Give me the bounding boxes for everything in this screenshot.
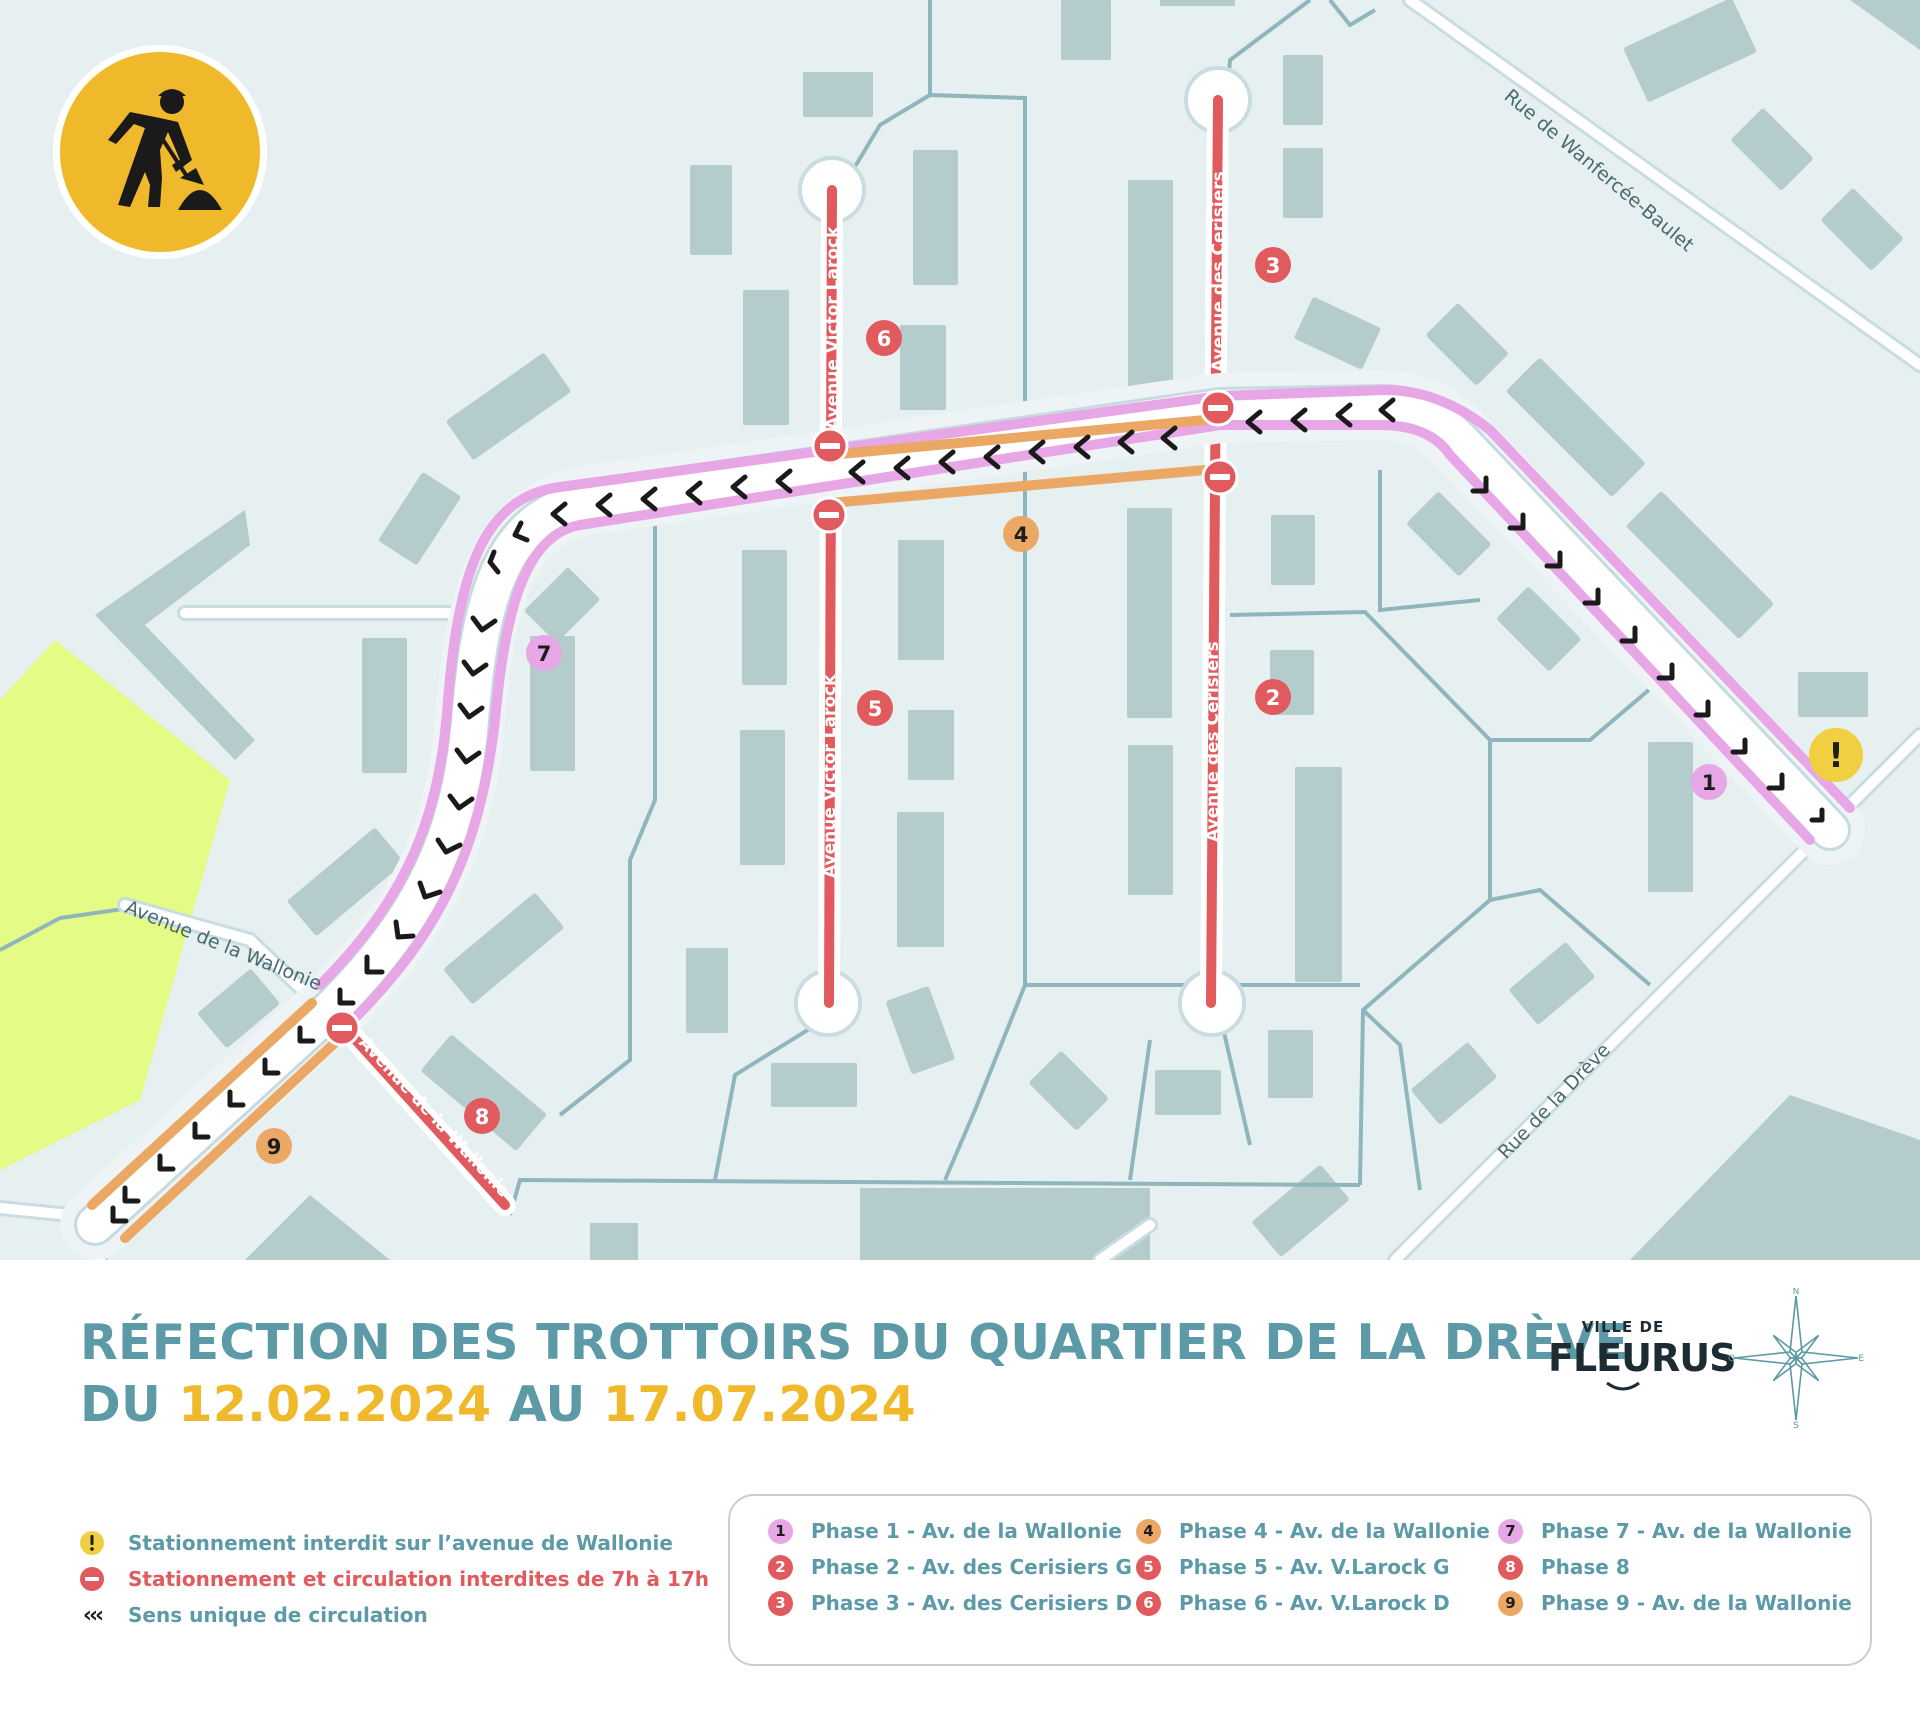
svg-text:O: O [1728, 1354, 1735, 1364]
street-label-cerisiers-top: Avenue des Cerisiers [1209, 171, 1229, 372]
svg-text:E: E [1858, 1354, 1864, 1364]
one-way-chevrons-icon: ‹‹‹ [82, 1602, 104, 1628]
svg-text:!: ! [1828, 736, 1844, 776]
phase-markers: 1 2 3 4 5 6 7 8 9 [256, 247, 1727, 1164]
compass-rose-icon: N S E O [1728, 1288, 1864, 1428]
fleurus-logo: VILLE DE FLEURUS [1548, 1318, 1736, 1399]
svg-text:6: 6 [877, 327, 892, 351]
warning-marker: ! [1809, 728, 1863, 782]
svg-text:4: 4 [1014, 523, 1029, 547]
svg-text:N: N [1793, 1288, 1800, 1297]
phase-marker-3: 3 [1255, 247, 1291, 283]
no-entry-icon [78, 1565, 106, 1593]
phase-marker-9: 9 [256, 1128, 292, 1164]
phase-marker-2: 2 [1255, 679, 1291, 715]
info-panel [0, 1260, 1920, 1715]
no-entry-signs [323, 389, 1239, 1047]
legend-item-one-way: ‹‹‹ Sens unique de circulation [78, 1597, 709, 1633]
title-line-1: RÉFECTION DES TROTTOIRS DU QUARTIER DE L… [80, 1314, 1629, 1371]
buildings [95, 0, 1920, 1260]
end-date: 17.07.2024 [602, 1376, 916, 1433]
no-entry-icon [1201, 458, 1239, 496]
street-label-larock-top: Avenue Victor Larock [823, 226, 843, 430]
no-entry-icon [323, 1009, 361, 1047]
warning-icon [78, 1529, 106, 1557]
green-area [0, 640, 230, 1170]
phase-marker-4: 4 [1003, 516, 1039, 552]
page-title: RÉFECTION DES TROTTOIRS DU QUARTIER DE L… [80, 1312, 1628, 1436]
works-map: Rue de Wanfercée-Baulet Rue de la Drève … [0, 0, 1920, 1260]
svg-text:5: 5 [868, 697, 883, 721]
svg-text:S: S [1793, 1421, 1799, 1428]
street-label-cerisiers-bottom: Avenue des Cerisiers [1203, 641, 1223, 842]
wallonie-corridor [60, 370, 1865, 1260]
phase-marker-5: 5 [857, 690, 893, 726]
svg-text:9: 9 [267, 1135, 282, 1159]
svg-text:1: 1 [1702, 771, 1717, 795]
phase-marker-8: 8 [464, 1098, 500, 1134]
no-entry-icon [811, 427, 849, 465]
phase-marker-1: 1 [1691, 764, 1727, 800]
legend: Stationnement interdit sur l’avenue de W… [78, 1525, 709, 1633]
svg-text:3: 3 [1266, 254, 1281, 278]
roadworks-icon [53, 45, 267, 259]
svg-text:8: 8 [475, 1105, 490, 1129]
legend-item-parking: Stationnement interdit sur l’avenue de W… [78, 1525, 709, 1561]
no-entry-icon [810, 496, 848, 534]
one-way-chevrons [110, 397, 1825, 1224]
phase-marker-7: 7 [526, 635, 562, 671]
legend-item-traffic: Stationnement et circulation interdites … [78, 1561, 709, 1597]
closed-streets [334, 89, 1229, 1216]
svg-text:2: 2 [1266, 686, 1281, 710]
logo-swoosh [1606, 1381, 1640, 1391]
no-entry-icon [1199, 389, 1237, 427]
start-date: 12.02.2024 [178, 1376, 492, 1433]
street-label-larock-bottom: Avenue Victor Larock [820, 674, 840, 878]
svg-text:7: 7 [537, 642, 552, 666]
title-line-2: DU 12.02.2024 AU 17.07.2024 [80, 1376, 916, 1433]
phase-marker-6: 6 [866, 320, 902, 356]
